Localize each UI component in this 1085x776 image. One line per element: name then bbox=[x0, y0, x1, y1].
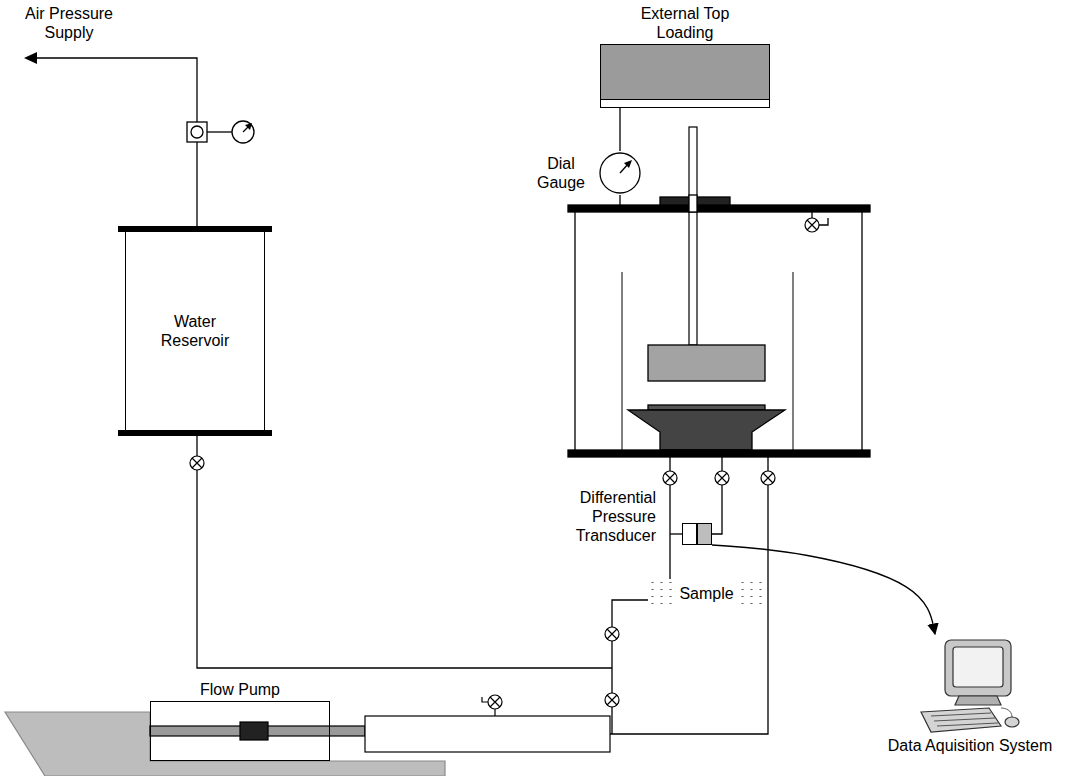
triaxial-cell bbox=[575, 212, 862, 450]
pressure-regulator bbox=[196, 142, 197, 226]
transducer-box bbox=[682, 523, 712, 545]
gauge-dial bbox=[598, 151, 642, 195]
pump-valve bbox=[488, 695, 502, 709]
flow-pump-label: Flow Pump bbox=[150, 680, 330, 699]
pressure-regulator bbox=[187, 122, 207, 142]
cell-top-valve bbox=[805, 218, 819, 232]
computer-icon bbox=[953, 647, 1003, 687]
valves bbox=[663, 471, 677, 485]
air-supply-line bbox=[24, 52, 197, 122]
soil-sample-label: Sample bbox=[676, 582, 736, 606]
triaxial-cell bbox=[819, 218, 828, 225]
computer-icon bbox=[915, 636, 1025, 736]
soil-sample: Sample bbox=[648, 579, 765, 609]
loading-box bbox=[600, 44, 770, 108]
triaxial-cell bbox=[628, 410, 785, 450]
reservoir-plates bbox=[118, 430, 272, 436]
triaxial-cell bbox=[568, 450, 870, 457]
triaxial-cell bbox=[689, 195, 697, 212]
triaxial-cell bbox=[648, 405, 765, 410]
computer-icon bbox=[931, 713, 998, 726]
pipework bbox=[197, 436, 768, 734]
valves bbox=[605, 693, 619, 707]
triaxial-cell bbox=[648, 345, 765, 381]
air-supply-line bbox=[24, 52, 37, 64]
computer-icon bbox=[915, 636, 1025, 736]
pressure-regulator bbox=[232, 121, 254, 143]
pressure-regulator bbox=[245, 123, 252, 130]
data-acquisition-system-label: Data Aquisition System bbox=[860, 736, 1080, 755]
pump-valve bbox=[488, 695, 502, 709]
water-reservoir-label: Water Reservoir bbox=[150, 312, 240, 350]
valves bbox=[190, 456, 204, 470]
water-reservoir: Water Reservoir bbox=[125, 232, 265, 430]
computer-icon bbox=[921, 708, 1001, 732]
air-supply-label: Air Pressure Supply bbox=[14, 4, 124, 42]
pressure-regulator bbox=[207, 131, 232, 132]
connector-line bbox=[619, 108, 620, 151]
triaxial-cell bbox=[619, 195, 620, 205]
gauge-dial bbox=[600, 153, 640, 193]
air-supply-line bbox=[34, 58, 197, 122]
triaxial-cell bbox=[568, 195, 870, 457]
pressure-regulator bbox=[187, 121, 254, 226]
pressure-transducer-label: Differential Pressure Transducer bbox=[548, 488, 656, 545]
flow-pump-drawing bbox=[365, 716, 610, 752]
valves bbox=[190, 456, 775, 707]
flow-pump-drawing bbox=[494, 709, 495, 716]
pressure-transducer: Differential Pressure Transducer bbox=[548, 488, 712, 545]
loading-rod bbox=[689, 127, 697, 345]
dial-gauge-label: Dial Gauge bbox=[530, 154, 592, 192]
triaxial-cell bbox=[568, 205, 870, 212]
cell-top-valve bbox=[805, 218, 819, 232]
pipework bbox=[197, 436, 612, 668]
pressure-regulator bbox=[191, 126, 203, 138]
data-acquisition-system: Data Aquisition System bbox=[860, 636, 1080, 755]
computer-icon bbox=[1005, 717, 1019, 727]
triaxial-cell bbox=[811, 212, 812, 218]
valves bbox=[715, 471, 729, 485]
top-loading-unit: External Top Loading bbox=[600, 4, 770, 108]
flow-pump-drawing bbox=[482, 697, 488, 702]
computer-icon bbox=[955, 696, 1001, 705]
computer-icon bbox=[945, 640, 1011, 696]
dial-gauge: Dial Gauge bbox=[530, 151, 642, 195]
flow-pump-drawing bbox=[240, 722, 268, 740]
reservoir-plates bbox=[118, 226, 272, 436]
pump-body bbox=[150, 701, 330, 761]
valves bbox=[605, 627, 619, 641]
loading-rod bbox=[689, 127, 697, 345]
computer-icon bbox=[1001, 708, 1012, 717]
gauge-needle bbox=[624, 160, 632, 168]
pipework bbox=[712, 457, 722, 534]
gauge-dial bbox=[598, 151, 642, 195]
flow-pump: Flow Pump bbox=[150, 680, 330, 761]
valves bbox=[761, 471, 775, 485]
triaxial-cell bbox=[622, 272, 793, 450]
top-loading-unit-label: External Top Loading bbox=[640, 4, 730, 42]
flow-pump-drawing bbox=[5, 697, 610, 776]
